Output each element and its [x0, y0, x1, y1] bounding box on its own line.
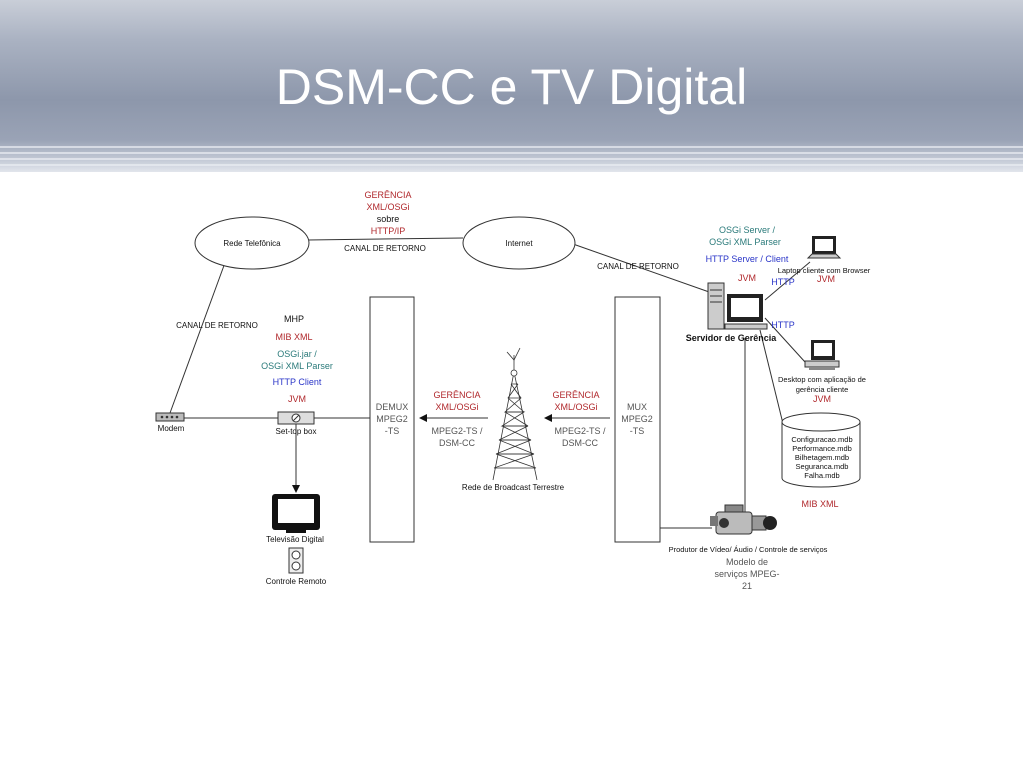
db-file: Seguranca.mdb	[796, 462, 849, 471]
broadcast-tower-icon	[492, 347, 538, 481]
demux-line: DEMUX	[376, 402, 409, 412]
mpeg-right-line: MPEG2-TS /	[554, 426, 606, 436]
video-camera-icon	[710, 504, 777, 535]
modem-label: Modem	[158, 424, 185, 433]
laptop-jvm: JVM	[817, 274, 835, 284]
mpeg-right-line: DSM-CC	[562, 438, 598, 448]
gerencia-right-block: GERÊNCIA XML/OSGi	[552, 390, 599, 412]
slide-header	[0, 0, 1023, 172]
mpeg-right-block: MPEG2-TS / DSM-CC	[554, 426, 606, 448]
gerencia-right-line: XML/OSGi	[554, 402, 597, 412]
server-label: Servidor de Gerência	[686, 333, 778, 343]
desktop-line: Desktop com aplicação de	[778, 375, 866, 384]
database-files: Configuracao.mdb Performance.mdb Bilheta…	[791, 435, 852, 480]
gerencia-left-line: XML/OSGi	[435, 402, 478, 412]
mux-box	[614, 296, 661, 543]
mpeg-left-line: DSM-CC	[439, 438, 475, 448]
modem-icon	[155, 412, 185, 422]
server-osgi-parser: OSGi XML Parser	[709, 237, 781, 247]
remote-icon	[288, 547, 304, 574]
modelo-line: serviços MPEG-	[714, 569, 779, 579]
producer-label: Produtor de Vídeo/ Áudio / Controle de s…	[669, 545, 828, 554]
mpeg-left-block: MPEG2-TS / DSM-CC	[431, 426, 483, 448]
modelo-block: Modelo de serviços MPEG- 21	[714, 557, 779, 591]
desktop-line: gerência cliente	[796, 385, 849, 394]
modelo-line: Modelo de	[726, 557, 768, 567]
db-file: Configuracao.mdb	[791, 435, 852, 444]
modelo-line: 21	[742, 581, 752, 591]
stb-http: HTTP Client	[273, 377, 322, 387]
gerencia-right-line: GERÊNCIA	[552, 390, 599, 400]
mux-line: -TS	[630, 426, 645, 436]
stb-stack: MHP MIB XML OSGi.jar / OSGi XML Parser H…	[261, 314, 333, 404]
canal-left-label: CANAL DE RETORNO	[176, 321, 258, 330]
tv-icon	[272, 494, 320, 533]
gerencia-top-line: GERÊNCIA	[364, 190, 411, 200]
rede-telefonica-node	[194, 216, 310, 270]
database-icon	[781, 412, 861, 488]
demux-line: MPEG2	[376, 414, 408, 424]
server-computer-icon	[707, 282, 768, 330]
settop-label: Set-top box	[276, 427, 317, 436]
rede-telefonica-label: Rede Telefônica	[223, 239, 281, 248]
mux-line: MPEG2	[621, 414, 653, 424]
tv-label: Televisão Digital	[266, 535, 324, 544]
laptop-icon	[806, 236, 842, 259]
mux-label: MUX MPEG2 -TS	[621, 402, 653, 436]
connection-lines	[169, 237, 811, 529]
internet-label: Internet	[505, 239, 533, 248]
desktop-label: Desktop com aplicação de gerência client…	[778, 375, 866, 394]
demux-box	[369, 296, 415, 543]
gerencia-top-block: GERÊNCIA XML/OSGi sobre HTTP/IP	[364, 190, 411, 236]
stb-osgi-parser: OSGi XML Parser	[261, 361, 333, 371]
http-label-1: HTTP	[771, 277, 795, 287]
db-file: Falha.mdb	[804, 471, 839, 480]
server-http: HTTP Server / Client	[706, 254, 789, 264]
stb-mib: MIB XML	[275, 332, 312, 342]
gerencia-top-line: HTTP/IP	[371, 226, 406, 236]
settop-box-icon	[277, 411, 315, 425]
demux-line: -TS	[385, 426, 400, 436]
stb-osgi: OSGi.jar /	[277, 349, 317, 359]
gerencia-top-line: XML/OSGi	[366, 202, 409, 212]
mib-xml-label: MIB XML	[801, 499, 838, 509]
gerencia-left-line: GERÊNCIA	[433, 390, 480, 400]
db-file: Performance.mdb	[792, 444, 852, 453]
canal-top-label: CANAL DE RETORNO	[344, 244, 426, 253]
laptop-label: Laptop cliente com Browser	[778, 266, 871, 275]
mpeg-left-line: MPEG2-TS /	[431, 426, 483, 436]
remote-label: Controle Remoto	[266, 577, 327, 586]
http-label-2: HTTP	[771, 320, 795, 330]
demux-label: DEMUX MPEG2 -TS	[376, 402, 409, 436]
tower-label: Rede de Broadcast Terrestre	[462, 483, 565, 492]
stb-mhp: MHP	[284, 314, 304, 324]
db-file: Bilhetagem.mdb	[795, 453, 849, 462]
canal-right-label: CANAL DE RETORNO	[597, 262, 679, 271]
stb-jvm: JVM	[288, 394, 306, 404]
server-osgi: OSGi Server /	[719, 225, 776, 235]
server-stack: OSGi Server / OSGi XML Parser HTTP Serve…	[706, 225, 789, 283]
mux-line: MUX	[627, 402, 647, 412]
desktop-computer-icon	[804, 340, 840, 370]
gerencia-left-block: GERÊNCIA XML/OSGi	[433, 390, 480, 412]
desktop-jvm: JVM	[813, 394, 831, 404]
slide-title: DSM-CC e TV Digital	[275, 59, 748, 115]
internet-node	[462, 216, 576, 270]
server-jvm: JVM	[738, 273, 756, 283]
gerencia-top-line: sobre	[377, 214, 400, 224]
